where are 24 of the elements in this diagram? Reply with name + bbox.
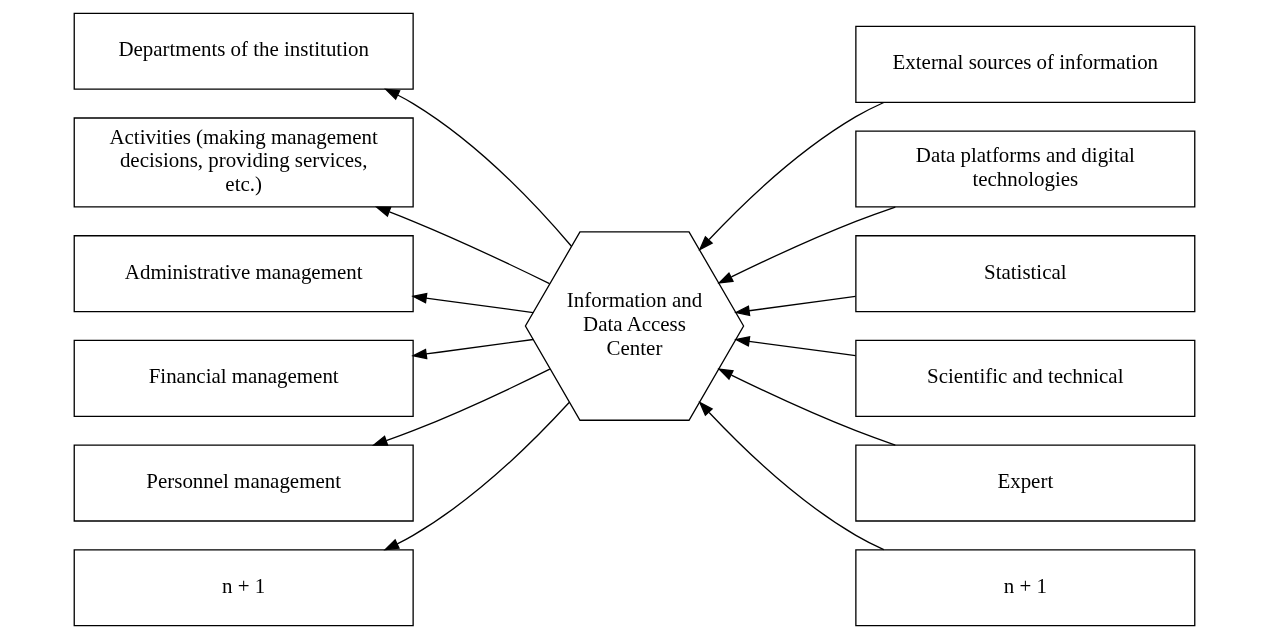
node-box: Data platforms and digital technologies — [854, 130, 1195, 208]
arrow — [374, 206, 550, 285]
node-box: n + 1 — [73, 549, 414, 627]
node-box: Administrative management — [73, 235, 414, 313]
arrow — [698, 401, 884, 551]
arrow — [410, 292, 534, 314]
arrow — [733, 295, 856, 317]
node-box: External sources of information — [854, 25, 1195, 103]
arrow — [410, 338, 534, 360]
arrow — [371, 368, 550, 446]
arrow — [716, 206, 896, 284]
arrow — [733, 335, 856, 357]
arrow — [383, 88, 572, 247]
node-box: n + 1 — [854, 549, 1195, 627]
node-box: Departments of the institution — [73, 12, 414, 90]
node-box: Financial management — [73, 339, 414, 417]
node-box: Activities (making management decisions, providing services, etc.) — [73, 117, 414, 208]
node-box: Personnel management — [73, 444, 414, 522]
node-box: Statistical — [854, 235, 1195, 313]
arrow — [382, 401, 570, 551]
arrow — [716, 368, 896, 446]
node-box: Expert — [854, 444, 1195, 522]
arrow — [698, 101, 884, 251]
node-box: Scientific and technical — [854, 339, 1195, 417]
